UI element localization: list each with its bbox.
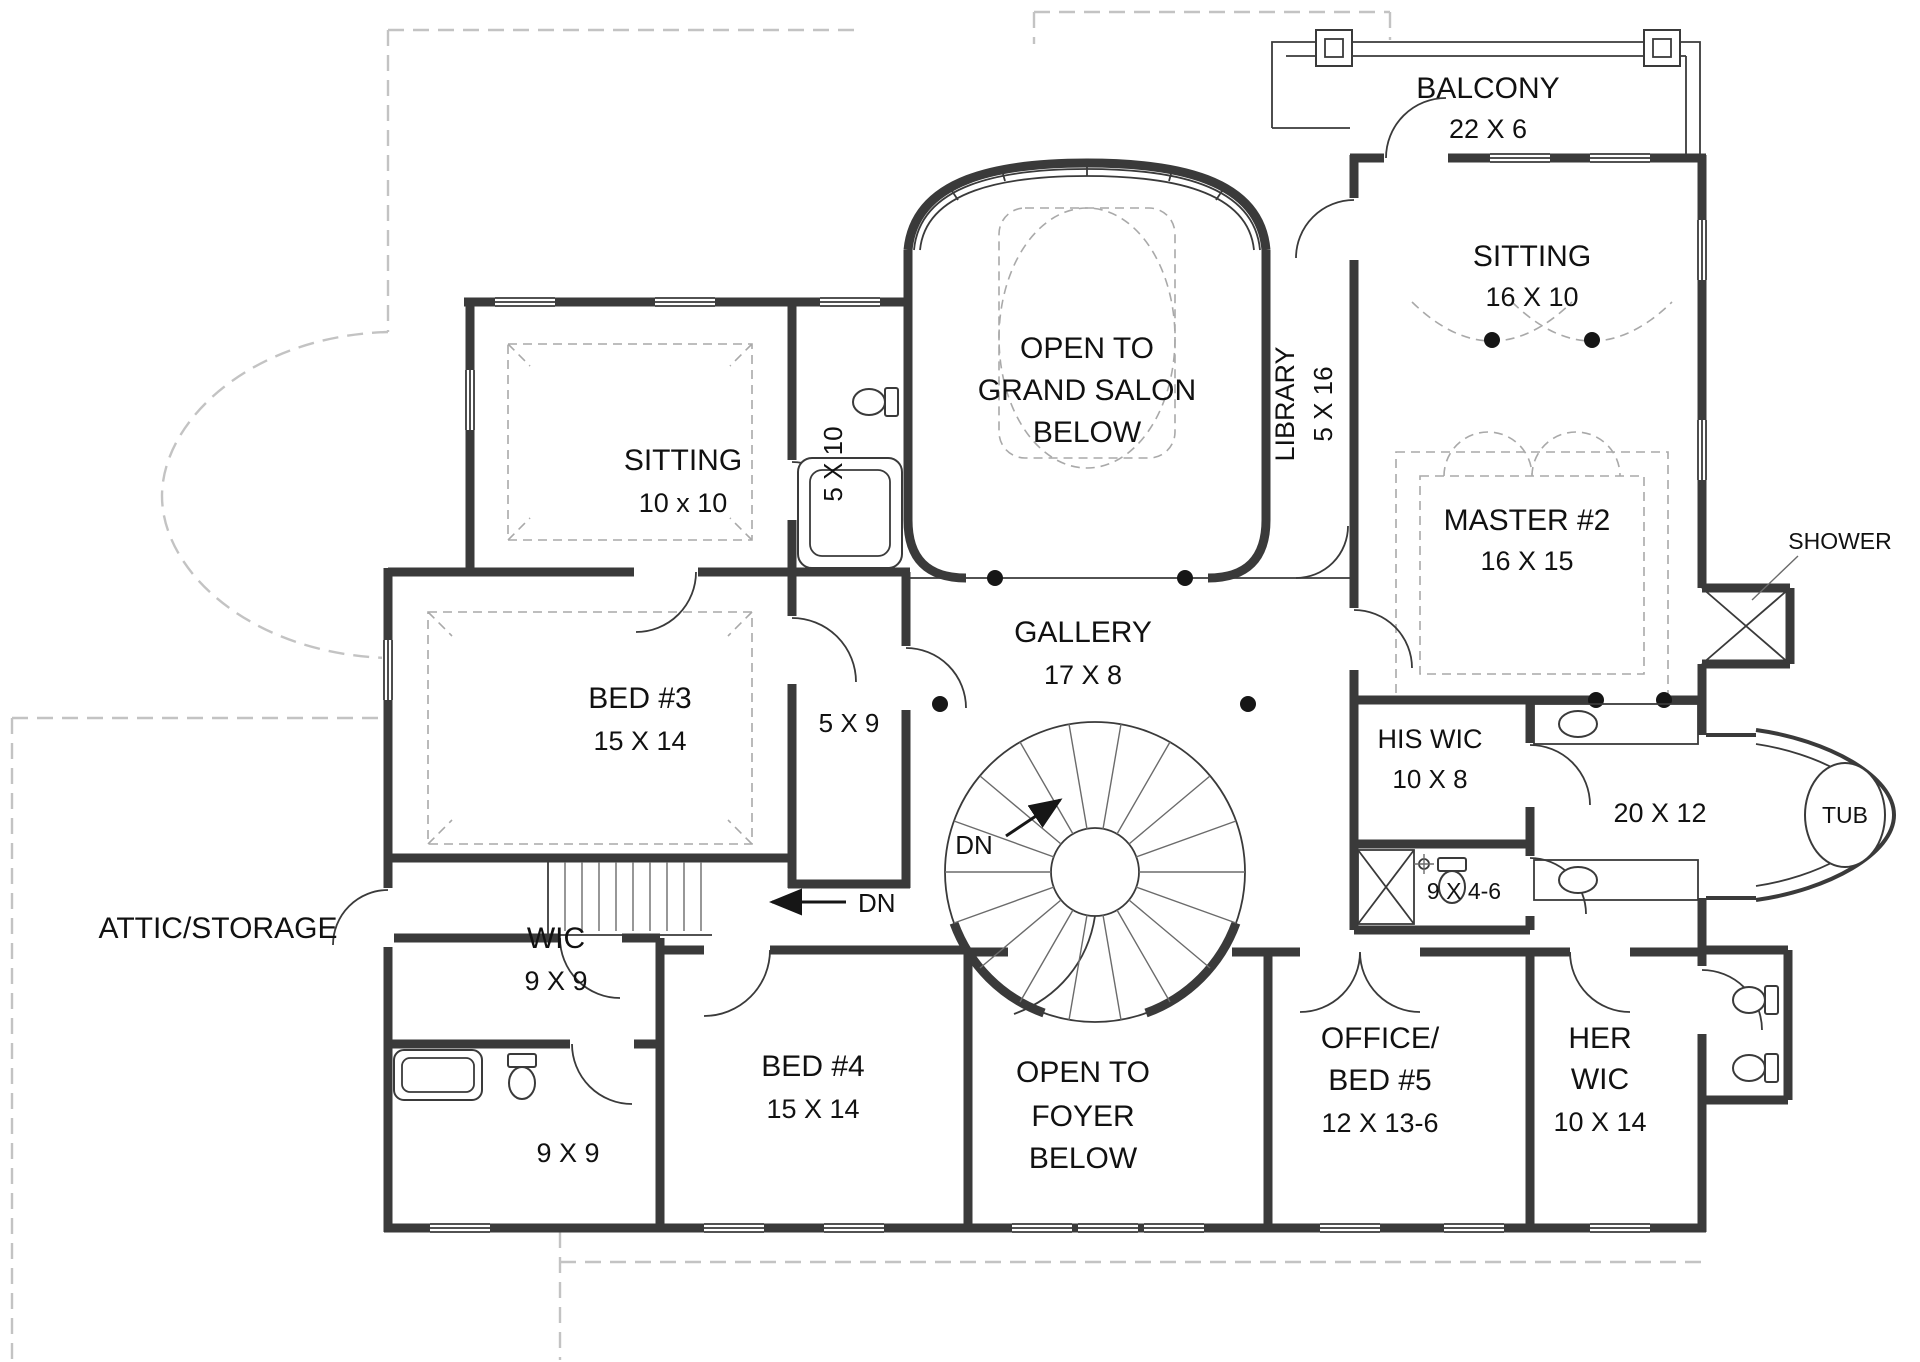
master2-size: 16 X 15 [1480, 546, 1573, 576]
her-wic-line2: WIC [1571, 1063, 1629, 1096]
bathtub-icon [393, 1049, 483, 1101]
column-dot [987, 570, 1003, 586]
sitting3-label: SITTING [624, 444, 742, 477]
bed4-label: BED #4 [761, 1050, 864, 1083]
foyer-curved-walls [949, 921, 1241, 1018]
vanity-counter [1533, 859, 1699, 901]
south-interior-walls [963, 947, 1706, 1232]
foyer-line3: BELOW [1029, 1142, 1138, 1175]
shower-stall-icon [1357, 849, 1415, 925]
tub-bay-walls [1706, 728, 1897, 902]
gallery-label: GALLERY [1014, 616, 1152, 649]
fixtures [393, 387, 1886, 1101]
garden-tub-icon [1804, 762, 1886, 868]
bed3-label: BED #3 [588, 682, 691, 715]
column-dot [1584, 332, 1600, 348]
sink-icon [1558, 866, 1598, 894]
grand-salon-line3: BELOW [1033, 416, 1142, 449]
master-sitting-label: SITTING [1473, 240, 1591, 273]
bath-5x10-size: 5 X 10 [818, 426, 848, 501]
foyer-line1: OPEN TO [1016, 1056, 1150, 1089]
library-label: LIBRARY [1270, 346, 1300, 461]
grand-salon-line1: OPEN TO [1020, 332, 1154, 365]
column-dot [1656, 692, 1672, 708]
bath-9x9-size: 9 X 9 [536, 1138, 599, 1168]
stair-dn-label: DN [858, 888, 896, 918]
windows [381, 151, 1709, 1235]
sink-icon [1558, 710, 1598, 738]
down-arrow [1005, 798, 1063, 838]
toilet-icon [852, 387, 899, 417]
spiral-dn-label: DN [955, 830, 993, 860]
wic-size: 9 X 9 [524, 966, 587, 996]
column-dot [1484, 332, 1500, 348]
bed4-size: 15 X 14 [766, 1094, 859, 1124]
toilet-room-walls [1702, 945, 1793, 1105]
vanity-counter [1533, 703, 1699, 745]
straight-stair [547, 858, 846, 936]
roof-outline [10, 10, 1706, 1360]
toilet-icon [507, 1053, 537, 1100]
sitting3-size: 10 x 10 [639, 488, 728, 518]
gallery-size: 17 X 8 [1044, 660, 1122, 690]
balcony-size: 22 X 6 [1449, 114, 1527, 144]
office-line2: BED #5 [1328, 1064, 1431, 1097]
his-wic-size: 10 X 8 [1392, 764, 1467, 794]
balcony-post [1643, 29, 1681, 67]
master-bath-size: 20 X 12 [1613, 798, 1706, 828]
bath-946-size: 9 X 4-6 [1427, 878, 1501, 904]
spiral-stair [944, 721, 1246, 1023]
shower-walls [1702, 583, 1795, 669]
wic-label: WIC [527, 922, 585, 955]
office-size: 12 X 13-6 [1321, 1108, 1438, 1138]
column-dot [1588, 692, 1604, 708]
column-dot [1240, 696, 1256, 712]
bidet-icon [1732, 1053, 1779, 1083]
library-size: 5 X 16 [1308, 366, 1338, 441]
bed3-size: 15 X 14 [593, 726, 686, 756]
grand-salon-walls [903, 158, 1271, 583]
her-wic-size: 10 X 14 [1553, 1107, 1646, 1137]
grand-salon-line2: GRAND SALON [978, 374, 1196, 407]
bathtub-icon [797, 457, 903, 569]
shower-x [1701, 587, 1791, 665]
ceiling-details [427, 207, 1673, 845]
master2-label: MASTER #2 [1444, 504, 1611, 537]
toilet-icon [1732, 985, 1779, 1015]
column-dot [1177, 570, 1193, 586]
master-sitting-size: 16 X 10 [1485, 282, 1578, 312]
office-line1: OFFICE/ [1321, 1022, 1440, 1055]
balcony-rail [1271, 29, 1701, 156]
attic-label: ATTIC/STORAGE [99, 912, 338, 945]
doors [332, 97, 1763, 1105]
foyer-line2: FOYER [1031, 1100, 1134, 1133]
closet-5x9-size: 5 X 9 [819, 708, 880, 738]
shower-label: SHOWER [1788, 528, 1892, 554]
his-wic-label: HIS WIC [1378, 724, 1483, 754]
column-dot [932, 696, 948, 712]
balcony-post [1315, 29, 1353, 67]
room-labels: BALCONY 22 X 6 SITTING 16 X 10 LIBRARY 5… [99, 72, 1892, 1175]
shower-leader-line [1751, 555, 1799, 601]
her-wic-line1: HER [1568, 1022, 1631, 1055]
tub-label: TUB [1822, 802, 1868, 828]
balcony-label: BALCONY [1416, 72, 1559, 105]
